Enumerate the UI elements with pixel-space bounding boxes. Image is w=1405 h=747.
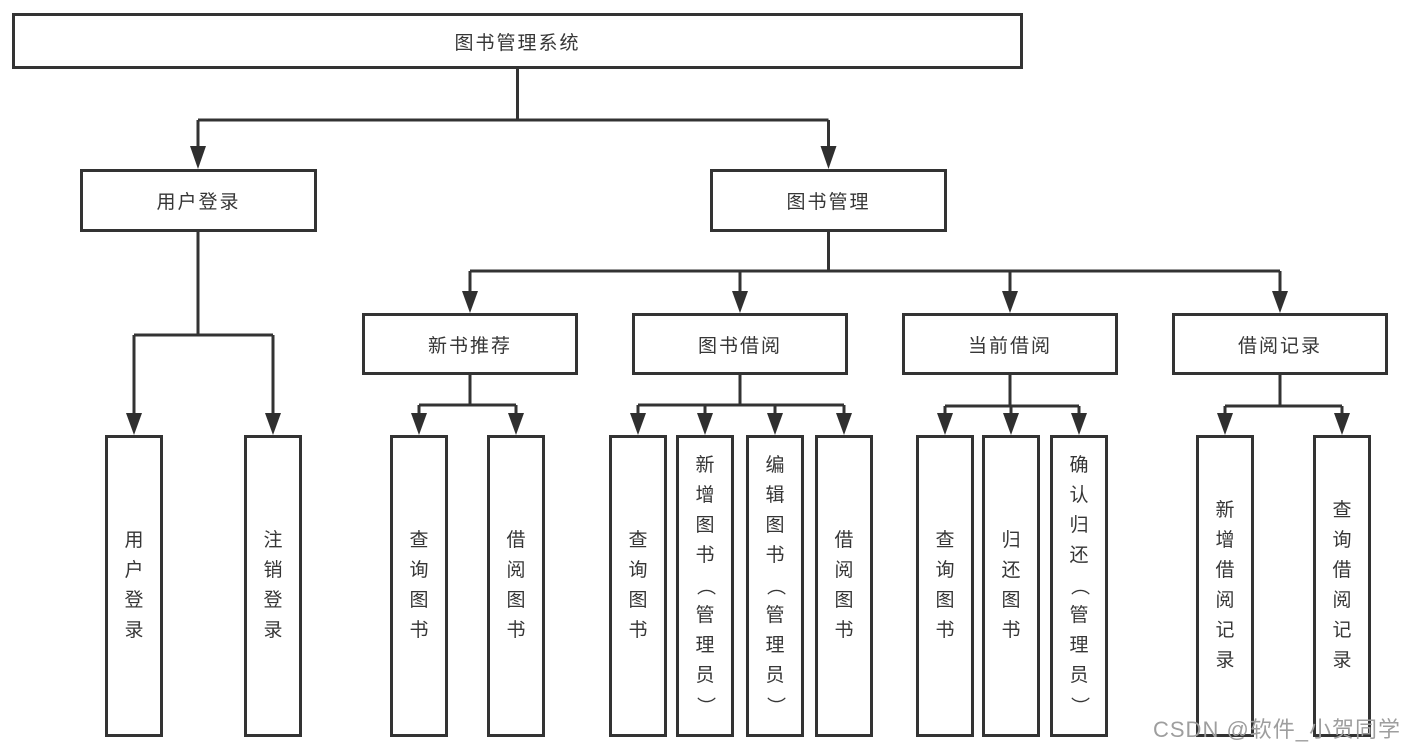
node-book-management: 图书管理 bbox=[710, 169, 947, 232]
leaf-add-book-admin: 新增图书（管理员） bbox=[676, 435, 734, 737]
node-new-book-recommend: 新书推荐 bbox=[362, 313, 578, 375]
leaf-query-books-recommend: 查询图书 bbox=[390, 435, 448, 737]
watermark: CSDN @软件_小贺同学 bbox=[1153, 717, 1402, 742]
node-borrowing-records: 借阅记录 bbox=[1172, 313, 1388, 375]
leaf-logout: 注销登录 bbox=[244, 435, 302, 737]
leaf-confirm-return-admin: 确认归还（管理员） bbox=[1050, 435, 1108, 737]
node-current-borrowing: 当前借阅 bbox=[902, 313, 1118, 375]
node-user-login: 用户登录 bbox=[80, 169, 317, 232]
node-library-system: 图书管理系统 bbox=[12, 13, 1023, 69]
leaf-borrow-books-recommend: 借阅图书 bbox=[487, 435, 545, 737]
leaf-add-borrow-record: 新增借阅记录 bbox=[1196, 435, 1254, 737]
leaf-query-borrow-record: 查询借阅记录 bbox=[1313, 435, 1371, 737]
leaf-query-books-current: 查询图书 bbox=[916, 435, 974, 737]
leaf-return-books: 归还图书 bbox=[982, 435, 1040, 737]
leaf-edit-book-admin: 编辑图书（管理员） bbox=[746, 435, 804, 737]
leaf-borrow-books-borrowing: 借阅图书 bbox=[815, 435, 873, 737]
leaf-query-books-borrowing: 查询图书 bbox=[609, 435, 667, 737]
node-book-borrowing: 图书借阅 bbox=[632, 313, 848, 375]
leaf-user-login: 用户登录 bbox=[105, 435, 163, 737]
